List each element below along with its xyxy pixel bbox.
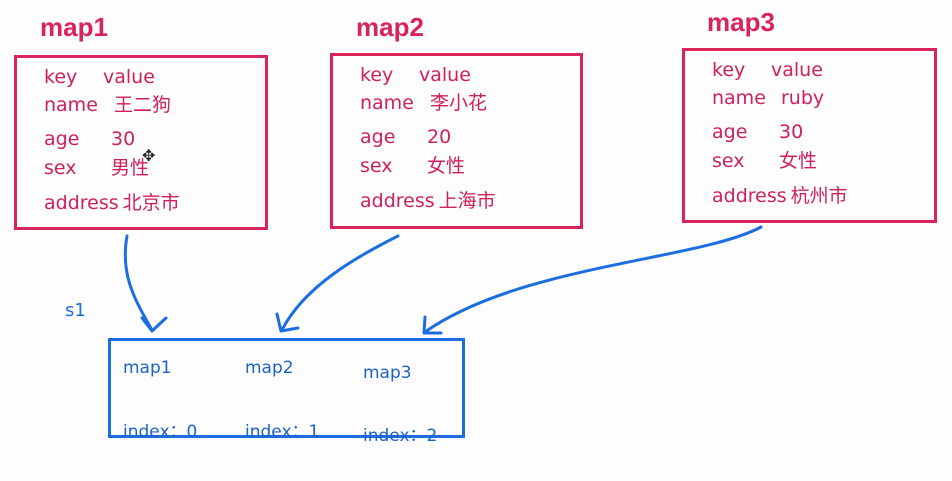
map3-row-sex: sex 女性 bbox=[712, 149, 817, 173]
map3-row-key: address bbox=[712, 185, 787, 207]
map1-row-value: 王二狗 bbox=[114, 94, 172, 116]
map2-title: map2 bbox=[356, 12, 424, 42]
map2-header-row: key value bbox=[360, 63, 471, 87]
arrow-map3-to-s1 bbox=[423, 225, 763, 334]
slice-item-name: map1 bbox=[123, 358, 172, 378]
map1-row-value: 男性 bbox=[111, 157, 150, 179]
slice-item-index: index：2 bbox=[363, 426, 438, 446]
map1-header-value: value bbox=[103, 66, 155, 88]
map2-row-key: name bbox=[360, 92, 414, 114]
map1-row-value: 30 bbox=[111, 128, 136, 150]
map1-row-name: name 王二狗 bbox=[44, 93, 171, 117]
map3-row-value: 30 bbox=[779, 121, 804, 143]
map3-row-value: 女性 bbox=[779, 150, 818, 172]
arrow-map3-to-s1-head bbox=[422, 315, 443, 335]
map1-title: map1 bbox=[40, 12, 108, 42]
map3-row-key: sex bbox=[712, 150, 745, 172]
arrow-map2-to-s1-head bbox=[275, 312, 300, 333]
map1-row-key: sex bbox=[44, 157, 77, 179]
map2-row-key: sex bbox=[360, 155, 393, 177]
map2-row-sex: sex 女性 bbox=[360, 154, 465, 178]
map3-title: map3 bbox=[707, 7, 775, 37]
map3-row-age: age 30 bbox=[712, 120, 803, 144]
map1-row-value: 北京市 bbox=[122, 192, 180, 214]
map2-row-key: age bbox=[360, 126, 396, 148]
map2-row-value: 李小花 bbox=[430, 92, 488, 114]
slice-box: map1 map2 map3 index：0 index：1 index：2 bbox=[108, 338, 465, 446]
map3-row-value: ruby bbox=[781, 87, 825, 109]
map1-row-key: address bbox=[44, 192, 119, 214]
map2-row-value: 上海市 bbox=[438, 190, 496, 212]
map3-header-row: key value bbox=[712, 58, 823, 82]
map3-row-name: name ruby bbox=[712, 86, 824, 110]
map3-row-key: age bbox=[712, 121, 748, 143]
slice-item-index: index：1 bbox=[245, 422, 320, 442]
map2-header-value: value bbox=[419, 64, 471, 86]
map1-row-key: name bbox=[44, 94, 98, 116]
map2-row-value: 女性 bbox=[427, 155, 466, 177]
slice-item-index: index：0 bbox=[123, 422, 198, 442]
map1-row-age: age 30 bbox=[44, 127, 135, 151]
slice-item-name: map2 bbox=[245, 358, 294, 378]
map1-header-row: key value bbox=[44, 65, 155, 89]
map1-row-sex: sex 男性 bbox=[44, 156, 149, 180]
slice-label: s1 bbox=[65, 300, 86, 321]
map1-header-key: key bbox=[44, 66, 78, 88]
map3-header-key: key bbox=[712, 59, 746, 81]
map2-row-value: 20 bbox=[427, 126, 452, 148]
map2-header-key: key bbox=[360, 64, 394, 86]
map2-row-name: name 李小花 bbox=[360, 91, 487, 115]
map1-row-key: age bbox=[44, 128, 80, 150]
slice-item-name: map3 bbox=[363, 363, 412, 383]
move-cursor-icon: ✥ bbox=[142, 148, 156, 165]
map3-header-value: value bbox=[771, 59, 823, 81]
arrow-map1-to-s1-head bbox=[140, 316, 168, 333]
map2-row-key: address bbox=[360, 190, 435, 212]
map3-row-value: 杭州市 bbox=[790, 185, 848, 207]
map2-row-age: age 20 bbox=[360, 125, 451, 149]
arrow-map1-to-s1 bbox=[123, 234, 154, 332]
arrow-map2-to-s1 bbox=[280, 234, 400, 332]
map3-row-key: name bbox=[712, 87, 766, 109]
